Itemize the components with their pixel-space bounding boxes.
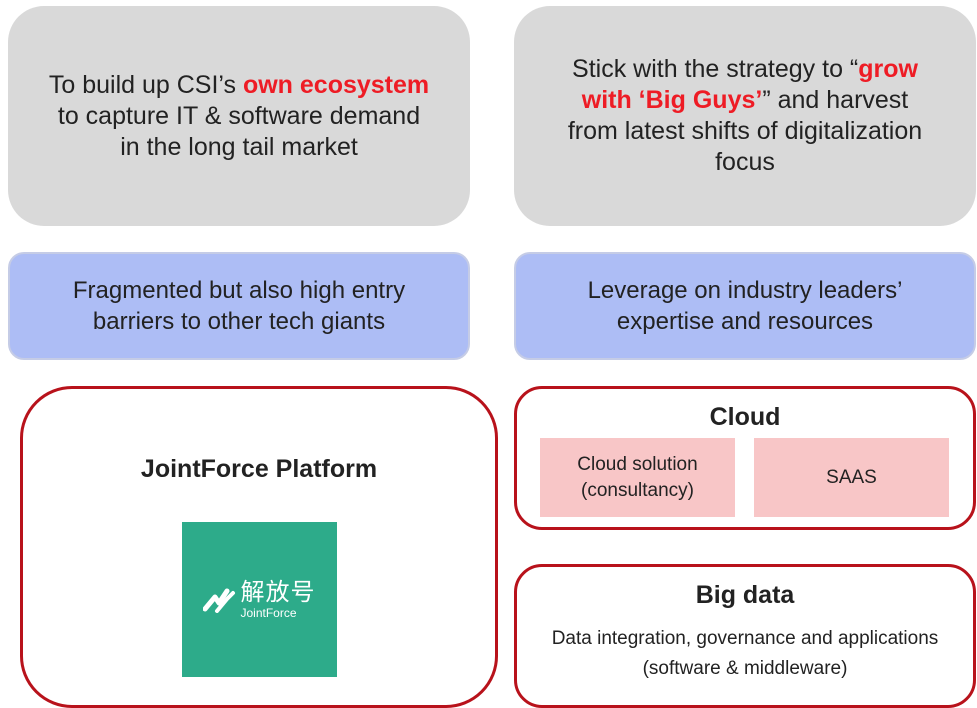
market-right-text: Leverage on industry leaders’ expertise … — [587, 277, 903, 335]
big-data-box: Big data Data integration, governance an… — [514, 564, 976, 708]
jointforce-logo: 解放号 JointForce — [181, 522, 337, 677]
strategy-left-text: To build up CSI’s own ecosystem to captu… — [48, 70, 430, 161]
logo-english-text: JointForce — [240, 605, 297, 620]
market-box-left: Fragmented but also high entry barriers … — [8, 252, 470, 360]
big-data-title: Big data — [695, 581, 795, 609]
market-box-right: Leverage on industry leaders’ expertise … — [514, 252, 976, 360]
saas-cell: SAAS — [754, 438, 949, 517]
strategy-right-highlight: grow with ‘Big Guys’ — [581, 55, 918, 114]
logo-chinese-text: 解放号 — [240, 578, 316, 606]
strategy-left-highlight: own ecosystem — [242, 70, 430, 99]
market-left-text: Fragmented but also high entry barriers … — [72, 277, 406, 335]
jointforce-mark-icon — [202, 588, 235, 613]
strategy-box-left: To build up CSI’s own ecosystem to captu… — [8, 6, 470, 226]
platform-title: JointForce Platform — [140, 455, 378, 483]
cloud-title: Cloud — [709, 403, 781, 431]
strategy-box-right: Stick with the strategy to “grow with ‘B… — [514, 6, 976, 226]
big-data-description: Data integration, governance and applica… — [551, 628, 939, 679]
strategy-right-text: Stick with the strategy to “grow with ‘B… — [567, 55, 923, 176]
cloud-solution-cell: Cloud solution (consultancy) — [540, 438, 735, 517]
platform-box: JointForce Platform 解放号 JointForce — [20, 386, 498, 708]
